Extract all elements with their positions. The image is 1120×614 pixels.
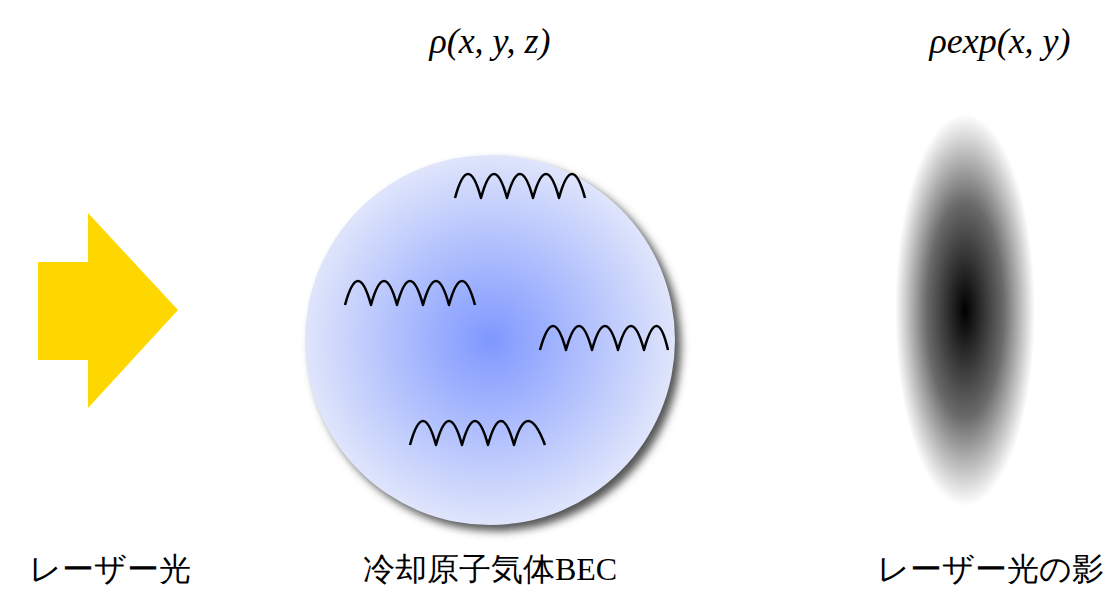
- waves: [345, 174, 668, 445]
- laser-arrow: [38, 213, 178, 408]
- laser-caption: レーザー光: [29, 548, 191, 592]
- shadow-caption: レーザー光の影: [877, 548, 1104, 592]
- bec-cloud: [305, 155, 675, 525]
- density-3d: ρ(x, y, z): [429, 20, 550, 62]
- bec-caption: 冷却原子気体BEC: [363, 548, 617, 592]
- laser-shadow-image: [895, 114, 1035, 506]
- density-exp: ρexp(x, y): [929, 20, 1070, 62]
